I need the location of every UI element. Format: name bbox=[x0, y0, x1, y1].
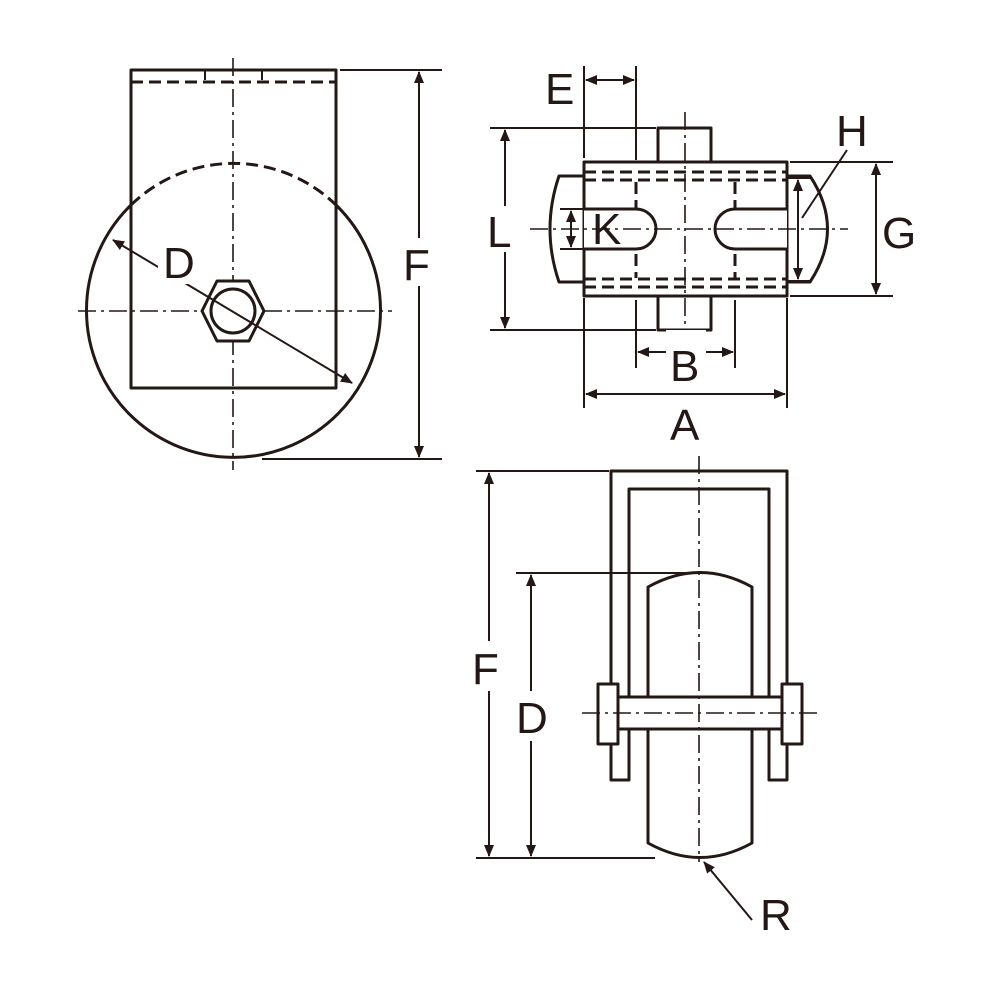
label-H: H bbox=[836, 107, 868, 156]
wheel-outline bbox=[85, 203, 382, 459]
u-bracket bbox=[609, 469, 789, 782]
diameter-dimension-line bbox=[112, 239, 353, 384]
label-L-backing bbox=[486, 206, 520, 252]
label-F-backing bbox=[400, 238, 440, 286]
label-L: L bbox=[487, 208, 511, 257]
label-D-backing bbox=[158, 238, 204, 284]
side-view: F D R bbox=[470, 456, 820, 940]
label-D-front: D bbox=[163, 239, 195, 288]
left-nut bbox=[596, 682, 620, 746]
label-F-side: F bbox=[472, 645, 499, 694]
label-B-backing bbox=[666, 330, 706, 380]
label-K: K bbox=[592, 205, 621, 254]
label-R: R bbox=[760, 891, 792, 940]
label-A: A bbox=[670, 401, 700, 450]
R-leader bbox=[703, 861, 753, 921]
label-G: G bbox=[882, 209, 916, 258]
label-D-side: D bbox=[516, 694, 548, 743]
label-B: B bbox=[670, 342, 699, 391]
top-notch bbox=[204, 70, 263, 80]
label-E: E bbox=[545, 65, 574, 114]
side-label-F-backing bbox=[470, 641, 510, 691]
label-F-front: F bbox=[403, 241, 430, 290]
top-view: E H L K G B A bbox=[486, 65, 916, 450]
right-nut bbox=[780, 682, 804, 746]
side-label-D-backing bbox=[512, 691, 556, 741]
front-view: D F bbox=[78, 58, 442, 470]
